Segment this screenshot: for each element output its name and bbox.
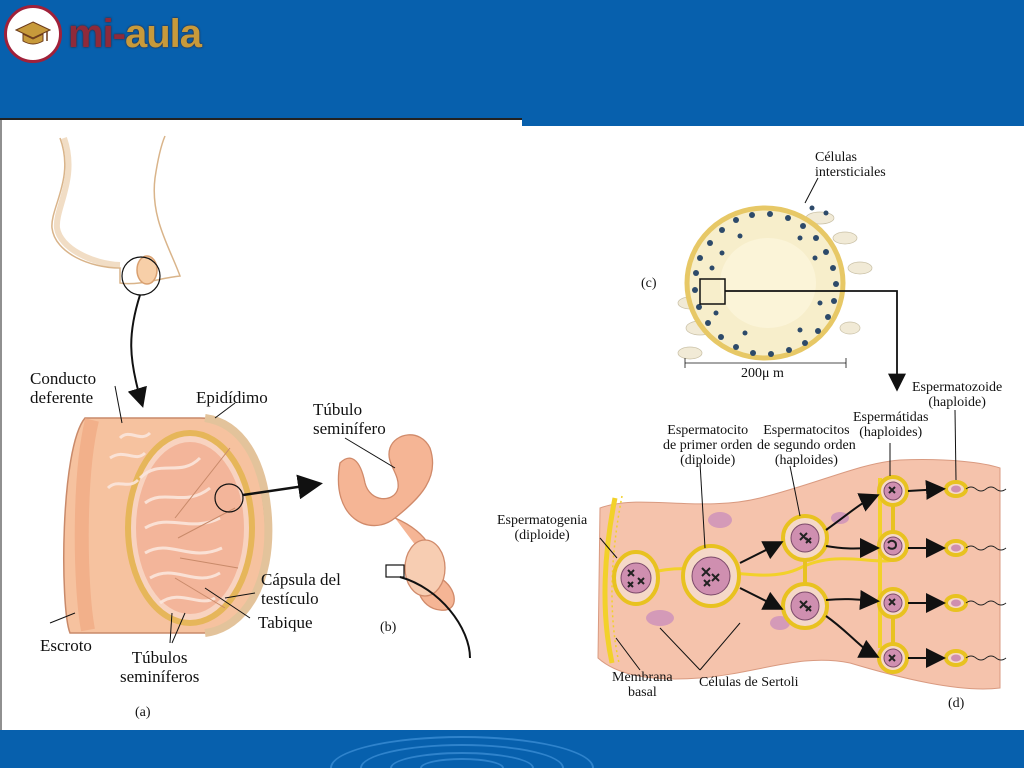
label-celulas-sertoli: Células de Sertoli [699,675,799,690]
sertoli-strip [597,459,1001,690]
arrow-a-down [127,294,147,408]
zoom-rect-b [385,564,405,578]
logo[interactable]: mi-aula [4,3,202,65]
graduation-cap-icon [4,5,62,63]
label-a: (a) [135,705,151,720]
leader-lines [599,409,957,671]
tubule-cross-section [677,205,873,361]
progression-arrows [739,479,946,668]
label-espermatozoide: Espermatozoide(haploide) [912,380,1003,410]
cells [612,475,968,674]
label-d: (d) [948,696,965,711]
arrow-c-to-d [725,290,906,392]
zoom-circle-a [121,256,161,296]
figure-drawing [0,118,1007,730]
label-b: (b) [380,620,397,635]
testis-section [63,414,273,637]
label-escroto: Escroto [40,636,92,655]
footer-bar [0,730,1024,768]
logo-text: mi-aula [68,12,202,56]
label-epididimo: Epidídimo [196,388,268,407]
arrow-to-tubule [242,474,323,500]
label-espermatidas: Espermátidas(haploides) [853,410,929,440]
label-tabique: Tabique [258,613,313,632]
chromosomes [627,486,898,662]
label-scale: 200μ m [741,366,784,381]
tails [965,486,1007,661]
body-outline [51,135,182,285]
header-bar: mi-aula [0,0,1024,126]
label-espermatogenia: Espermatogenia(diploide) [497,513,588,543]
zoom-circle-testis [214,483,244,513]
logo-prefix: mi- [68,12,126,56]
logo-suffix: aula [125,12,202,56]
label-c: (c) [641,276,657,291]
